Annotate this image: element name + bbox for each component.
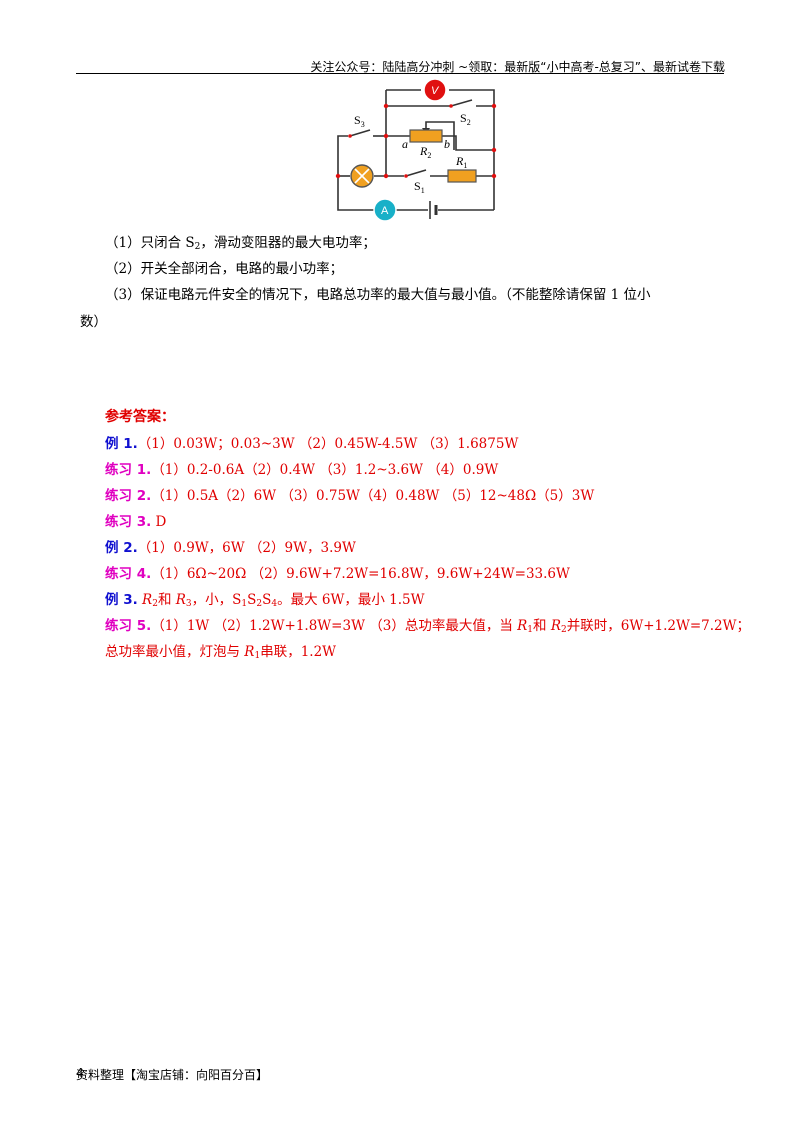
footer-text: 资料整理【淘宝店铺：向阳百分百】: [76, 1068, 269, 1082]
answers-title: 参考答案：: [105, 409, 175, 425]
switch-s2-blade: [450, 99, 473, 107]
voltmeter-label: V: [431, 85, 440, 97]
circuit-diagram: V A S3 S2 S1 R2 R1 a b: [335, 78, 497, 222]
answer-row: 练习 3. D: [105, 514, 167, 530]
answer-row: 练习 2.（1）0.5A（2）6W （3）0.75W（4）0.48W （5）12…: [105, 488, 595, 504]
wire-s3-left: [337, 135, 348, 176]
node: [491, 103, 497, 109]
node: [404, 174, 408, 178]
node: [348, 134, 352, 138]
header-rule: [76, 73, 724, 74]
label-s3: S3: [354, 113, 365, 129]
answer-row-p5-cont: 总功率最小值，灯泡与 R1串联，1.2W: [105, 644, 337, 661]
node: [383, 173, 389, 179]
answer-row-p5: 练习 5.（1）1W （2）1.2W+1.8W=3W （3）总功率最大值，当 R…: [105, 618, 751, 635]
wire-bottom-left: [337, 176, 374, 211]
page-header: 关注公众号：陆陆高分冲刺 ~领取：最新版“小中高考-总复习”、最新试卷下载: [310, 60, 725, 74]
resistor-r2: [409, 129, 443, 143]
label-s1: S1: [414, 179, 425, 195]
node: [491, 173, 497, 179]
question-3: （3）保证电路元件安全的情况下，电路总功率的最大值与最小值。（不能整除请保留 1…: [105, 287, 651, 303]
page-number: 4: [76, 1066, 84, 1080]
switch-s1-blade: [405, 169, 427, 177]
label-r2: R2: [419, 144, 431, 160]
resistor-r1: [447, 169, 477, 183]
node: [449, 104, 453, 108]
voltmeter: [423, 78, 447, 102]
switch-s3-blade: [349, 129, 371, 137]
node: [335, 173, 341, 179]
node: [383, 103, 389, 109]
label-b: b: [444, 137, 450, 151]
answer-row: 例 2.（1）0.9W，6W （2）9W，3.9W: [105, 540, 356, 556]
ammeter-label: A: [381, 205, 389, 217]
answer-row-ex3: 例 3. R2和 R3，小，S1S2S4。最大 6W，最小 1.5W: [105, 592, 425, 609]
label-r1: R1: [455, 154, 467, 170]
label-s2: S2: [460, 111, 471, 127]
answer-row: 例 1.（1）0.03W；0.03~3W （2）0.45W-4.5W （3）1.…: [105, 436, 519, 452]
label-a: a: [402, 137, 408, 151]
answer-row: 练习 1.（1）0.2-0.6A（2）0.4W （3）1.2~3.6W （4）0…: [105, 462, 499, 478]
question-3-cont: 数）: [80, 314, 107, 330]
node: [383, 133, 389, 139]
answer-row: 练习 4.（1）6Ω~20Ω （2）9.6W+7.2W=16.8W，9.6W+2…: [105, 566, 570, 582]
question-2: （2）开关全部闭合，电路的最小功率；: [105, 261, 344, 277]
question-1: （1）只闭合 S2，滑动变阻器的最大电功率；: [105, 235, 376, 252]
wire-slider: [425, 121, 455, 150]
node: [491, 147, 497, 153]
wire-top-right: [449, 89, 495, 210]
wire-r2-right: [442, 135, 494, 151]
ammeter: [373, 198, 397, 222]
